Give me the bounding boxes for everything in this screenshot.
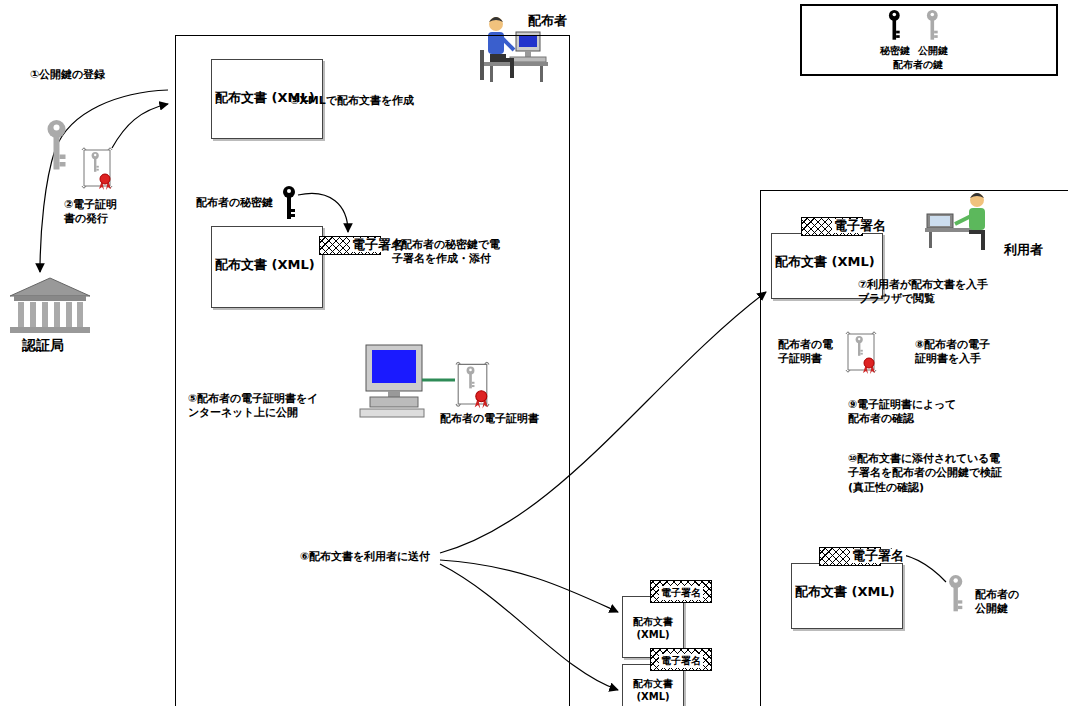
link-line (422, 379, 455, 382)
signature-text: 電子署名 (659, 654, 703, 668)
document-text: 配布文書 (XML) (623, 615, 683, 641)
document-text: 配布文書 (XML) (792, 584, 898, 601)
computer-icon (360, 345, 424, 417)
key-caption: 配布者の秘密鍵 (196, 196, 278, 210)
panel-heading: 利用者 (1004, 241, 1043, 259)
flow-arrow (112, 104, 168, 148)
person-at-desk (925, 193, 985, 250)
flow-arrow (440, 564, 618, 690)
signature-text: 電子署名 (832, 219, 888, 233)
signature-box: 電子署名 (801, 217, 863, 236)
secret-key-icon (889, 10, 900, 40)
legend-text: 公開鍵 (918, 44, 948, 58)
legend-text: 秘密鍵 (880, 44, 910, 58)
step-label: ⑤配布者の電子証明書をインターネット上に公開 (188, 392, 324, 421)
signature-box: 電子署名 (650, 648, 712, 671)
authority-label: 認証局 (22, 336, 64, 354)
distributor-panel: 配布者配布文書 (XML)配布文書 (XML)電子署名 (175, 35, 570, 706)
certificate-caption: 配布者の電子証明書 (440, 412, 539, 426)
step-label: ④配布者の秘密鍵で電子署名を作成・添付 (392, 238, 506, 267)
public-key-icon (927, 10, 938, 40)
step-label: ⑨電子証明書によって配布者の確認 (848, 398, 962, 427)
legend-box (801, 5, 1057, 75)
signature-text: 電子署名 (850, 549, 906, 563)
document-text: 配布文書 (XML) (772, 254, 878, 271)
step-label: ②電子証明書の発行 (64, 198, 124, 227)
legend-caption: 配布者の鍵 (893, 58, 943, 71)
user-panel: 利用者配布文書 (XML)電子署名配布文書 (XML)電子署名 (760, 190, 1068, 706)
signature-text: 電子署名 (659, 586, 703, 600)
step-label: ③XMLで配布文書を作成 (290, 94, 414, 108)
key-caption: 配布者の公開鍵 (975, 588, 1023, 617)
step-label: ⑧配布者の電子証明書を入手 (915, 338, 997, 367)
signature-box: 電子署名 (650, 580, 712, 603)
document-box: 配布文書 (XML) (211, 226, 323, 308)
public-key-icon (48, 120, 66, 170)
public-key-icon (949, 575, 962, 611)
document-text: 配布文書 (XML) (623, 677, 683, 703)
step-label: ⑦利用者が配布文書を入手 ブラウザで閲覧 (858, 278, 1000, 307)
building-icon (10, 278, 90, 333)
signature-box: 電子署名 (319, 236, 381, 255)
step-label: ①公開鍵の登録 (30, 68, 105, 82)
panel-heading: 配布者 (528, 12, 567, 30)
flow-arrow (440, 292, 766, 553)
signature-box: 電子署名 (819, 547, 881, 566)
step-label: ⑥配布文書を利用者に送付 (300, 550, 430, 564)
certificate-icon (456, 362, 489, 408)
document-box: 配布文書 (XML) (791, 563, 903, 629)
flow-arrow (440, 560, 618, 612)
certificate-icon (846, 332, 876, 374)
secret-key-icon (283, 186, 295, 219)
document-text: 配布文書 (XML) (212, 257, 318, 274)
flow-arrow (40, 90, 168, 272)
certificate-icon (82, 148, 112, 190)
step-label: ⑩配布文書に添付されている電子署名を配布者の公開鍵で検証 (真正性の確認) (848, 452, 1006, 495)
certificate-caption: 配布者の電子証明書 (778, 338, 838, 367)
